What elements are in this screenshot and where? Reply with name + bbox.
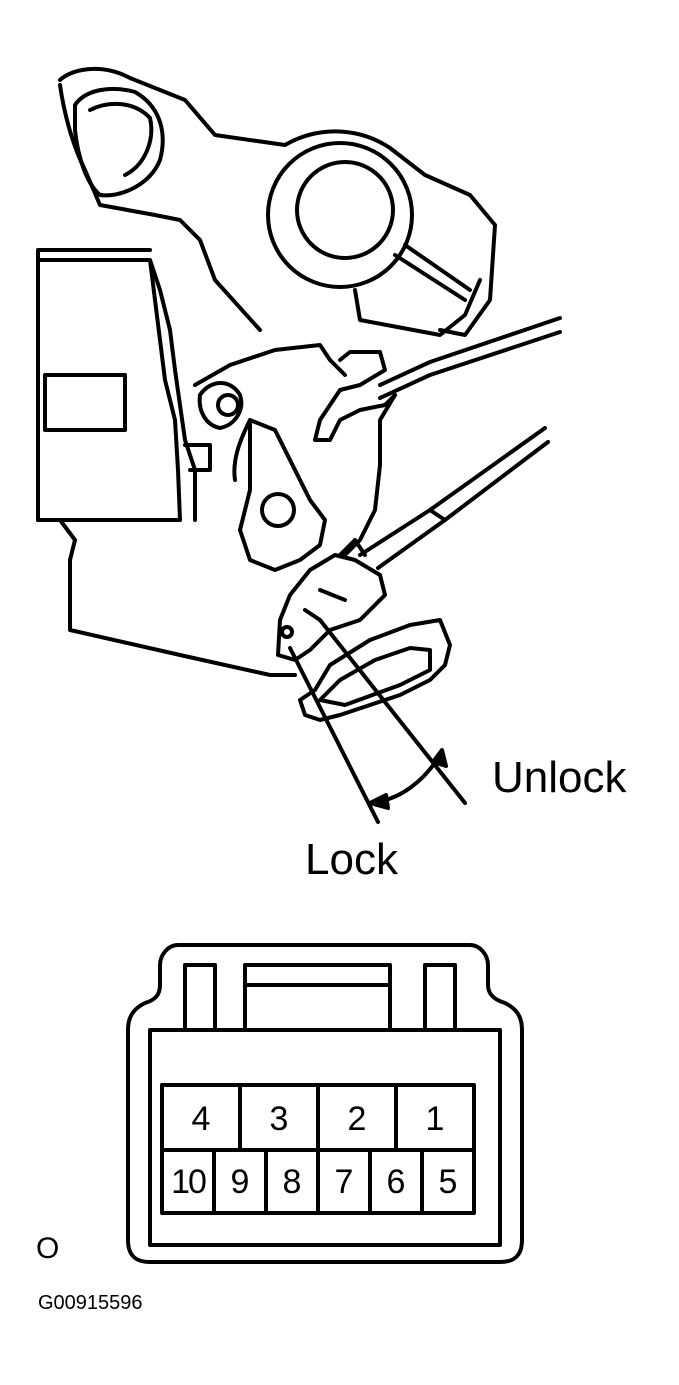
figure-code: G00915596 bbox=[38, 1292, 143, 1314]
pin-10: 10 bbox=[171, 1163, 207, 1201]
guide-bracket bbox=[298, 618, 452, 722]
pin-6: 6 bbox=[386, 1163, 406, 1201]
connector bbox=[126, 943, 524, 1264]
motor-round bbox=[266, 141, 414, 289]
cable-upper bbox=[378, 316, 562, 400]
pivot-hole bbox=[260, 492, 296, 528]
pin-7: 7 bbox=[334, 1163, 354, 1201]
unlock-line bbox=[318, 618, 467, 805]
unlock-label: Unlock bbox=[492, 753, 627, 802]
lock-housing bbox=[36, 66, 497, 677]
connector-shell-outer bbox=[126, 943, 524, 1264]
pin-2: 2 bbox=[347, 1100, 367, 1138]
connector-shell-inner bbox=[148, 963, 502, 1247]
corner-mark: O bbox=[36, 1232, 60, 1265]
cable-lower bbox=[358, 426, 550, 570]
pin-4: 4 bbox=[191, 1100, 211, 1138]
pin-8: 8 bbox=[282, 1163, 302, 1201]
lock-lever bbox=[276, 553, 387, 662]
lock-label: Lock bbox=[305, 835, 398, 884]
pin-5: 5 bbox=[438, 1163, 458, 1201]
left-plate bbox=[36, 258, 212, 522]
lock-line bbox=[288, 646, 380, 824]
arrow-lock bbox=[368, 793, 390, 810]
lever-mechanism bbox=[193, 343, 347, 572]
pin-1: 1 bbox=[425, 1100, 445, 1138]
lock-assembly bbox=[36, 66, 562, 824]
arrow-unlock bbox=[431, 748, 448, 768]
pin-9: 9 bbox=[230, 1163, 250, 1201]
pin-3: 3 bbox=[269, 1100, 289, 1138]
